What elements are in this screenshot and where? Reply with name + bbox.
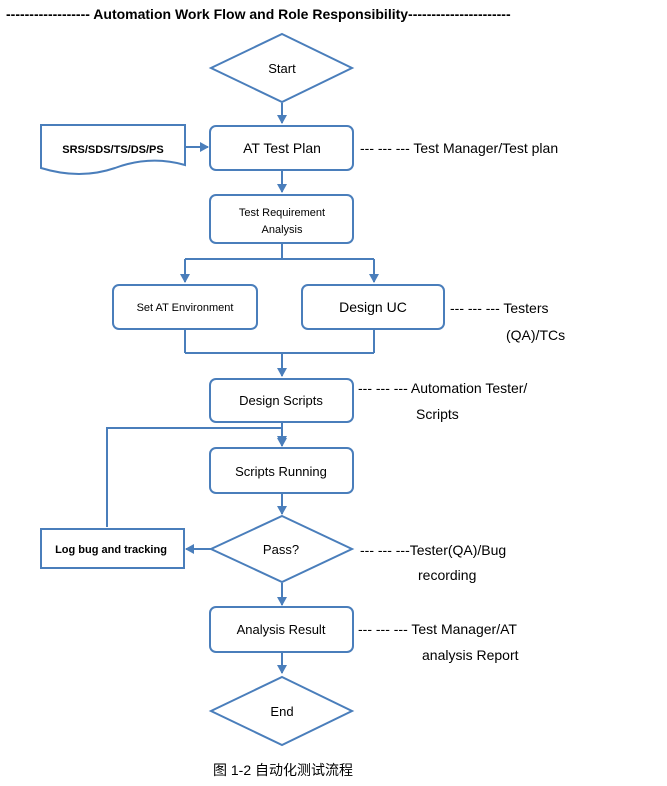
role-bug-line1: --- --- ---Tester(QA)/Bug: [360, 542, 506, 558]
test-requirement-box: [209, 194, 354, 244]
analysis-result-box: [209, 606, 354, 653]
figure-caption: 图 1-2 自动化测试流程: [213, 762, 353, 778]
at-test-plan-label: AT Test Plan: [243, 140, 321, 156]
connectors: [106, 103, 379, 674]
nodes: [40, 32, 445, 747]
role-automation-line2: Scripts: [416, 406, 459, 422]
role-report-line1: --- --- --- Test Manager/AT: [358, 621, 517, 637]
scripts-running-label: Scripts Running: [235, 464, 327, 479]
role-annotations: --- --- --- Test Manager/Test plan --- -…: [358, 140, 565, 663]
design-scripts-label: Design Scripts: [239, 393, 323, 408]
test-requirement-label-line2: Analysis: [262, 224, 303, 236]
start-node: [208, 32, 355, 104]
diagram-title: ------------------ Automation Work Flow …: [6, 6, 511, 22]
design-scripts-box: [209, 378, 354, 423]
design-uc-box: [301, 284, 445, 330]
pass-decision-node: [208, 514, 355, 584]
role-test-plan: --- --- --- Test Manager/Test plan: [360, 140, 558, 156]
scripts-running-box: [209, 447, 354, 494]
at-test-plan-box: [209, 125, 354, 171]
role-testers-line2: (QA)/TCs: [506, 327, 565, 343]
arrow-logbug-loop: [106, 427, 287, 527]
node-labels: Start AT Test Plan SRS/SDS/TS/DS/PS Test…: [55, 61, 407, 719]
log-bug-box: [40, 528, 185, 569]
role-automation-line1: --- --- --- Automation Tester/: [358, 380, 527, 396]
analysis-result-label: Analysis Result: [237, 622, 326, 637]
log-bug-label: Log bug and tracking: [55, 544, 167, 556]
role-bug-line2: recording: [418, 567, 476, 583]
srs-document-shape: [40, 124, 186, 175]
srs-document-label: SRS/SDS/TS/DS/PS: [62, 144, 163, 156]
role-testers-line1: --- --- --- Testers: [450, 300, 549, 316]
design-uc-label: Design UC: [339, 299, 407, 315]
test-requirement-label-line1: Test Requirement: [239, 207, 325, 219]
end-label: End: [270, 704, 293, 719]
start-label: Start: [268, 61, 296, 76]
set-env-box: [112, 284, 258, 330]
end-node: [208, 675, 355, 747]
set-env-label: Set AT Environment: [137, 302, 234, 314]
role-report-line2: analysis Report: [422, 647, 519, 663]
pass-label: Pass?: [263, 542, 299, 557]
